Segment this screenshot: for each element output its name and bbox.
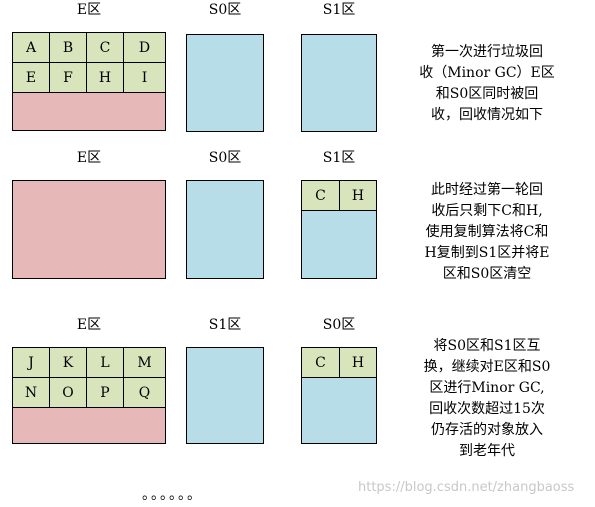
- object-cell: J: [12, 347, 50, 378]
- survivor-label-middle: S1区: [208, 317, 242, 333]
- object-cell: K: [49, 347, 87, 378]
- survivor-label-right: S0区: [322, 317, 356, 333]
- eden-label: E区: [76, 2, 102, 18]
- step-note: 将S0区和S1区互 换，继续对E区和S0 区进行Minor GC, 回收次数超过…: [423, 338, 551, 459]
- object-cell: P: [86, 377, 124, 408]
- step-note: 第一次进行垃圾回 收（Minor GC）E区 和S0区同时被回 收，回收情况如下: [419, 44, 555, 123]
- object-cell: M: [123, 347, 166, 378]
- watermark: https://blog.csdn.net/zhangbaoss: [358, 480, 575, 495]
- object-cell: Q: [123, 377, 166, 408]
- survivor-label-right: S1区: [322, 2, 356, 18]
- object-cell: N: [12, 377, 50, 408]
- object-cell: E: [12, 62, 50, 93]
- survivor-box-right: C H: [301, 347, 377, 444]
- step-note: 此时经过第一轮回 收后只剩下C和H, 使用复制算法将C和 H复制到S1区并将E …: [424, 182, 550, 282]
- object-cell: H: [339, 347, 377, 378]
- object-cell: H: [339, 180, 377, 211]
- eden-box: [12, 180, 166, 279]
- object-cell: C: [86, 32, 124, 63]
- eden-label: E区: [76, 150, 102, 166]
- survivor-box-right: C H: [301, 180, 377, 279]
- survivor-label-right: S1区: [322, 150, 356, 166]
- eden-box: J K L M N O P Q: [12, 347, 166, 444]
- survivor-label-middle: S0区: [208, 2, 242, 18]
- object-cell: H: [86, 62, 124, 93]
- object-cell: L: [86, 347, 124, 378]
- object-cell: O: [49, 377, 87, 408]
- survivor-box-right: [301, 34, 377, 132]
- object-cell: I: [123, 62, 166, 93]
- object-cell: F: [49, 62, 87, 93]
- object-cell: C: [301, 347, 340, 378]
- object-cell: B: [49, 32, 87, 63]
- survivor-box-middle: [186, 180, 264, 279]
- survivor-box-middle: [186, 347, 264, 444]
- object-cell: D: [123, 32, 166, 63]
- object-cell: A: [12, 32, 50, 63]
- continuation-ellipsis: 。。。。。。: [142, 487, 203, 503]
- survivor-label-middle: S0区: [208, 150, 242, 166]
- eden-box: A B C D E F H I: [12, 32, 166, 131]
- survivor-box-middle: [186, 34, 264, 132]
- object-cell: C: [301, 180, 340, 211]
- eden-label: E区: [76, 317, 102, 333]
